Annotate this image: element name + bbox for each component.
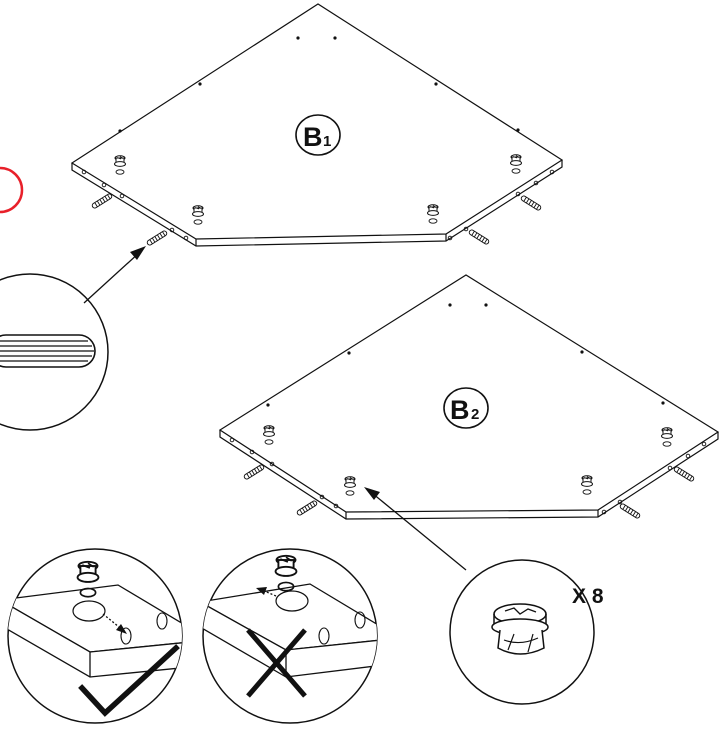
correct-orientation-example	[7, 548, 183, 724]
highlight-circle	[0, 166, 24, 214]
direction-arrow-icon	[256, 587, 267, 595]
correct-checkmark-icon	[78, 644, 180, 717]
panel-subscript-b1: 1	[323, 133, 331, 150]
panel-label-b2-badge	[443, 387, 489, 429]
direction-arrow-icon	[130, 246, 146, 260]
direction-arrow-icon	[364, 487, 380, 500]
dowel-detail-callout	[0, 246, 146, 431]
quantity-label: X 8	[572, 585, 604, 608]
panel-letter-b2: B	[450, 395, 470, 425]
panel-letter-b1: B	[303, 122, 323, 152]
cam-lock-callout: X 8	[364, 487, 604, 705]
panel-b1: B 1	[70, 3, 564, 247]
wrong-cross-icon	[246, 628, 307, 698]
cam-lock-fitting-icon	[491, 603, 549, 655]
panel-subscript-b2: 2	[471, 406, 479, 423]
direction-arrow-icon	[116, 624, 127, 634]
wooden-dowel-icon	[0, 334, 96, 368]
panel-b2: B 2	[218, 274, 720, 520]
panel-label-b1-badge	[295, 114, 341, 156]
wrong-orientation-example	[202, 548, 378, 724]
